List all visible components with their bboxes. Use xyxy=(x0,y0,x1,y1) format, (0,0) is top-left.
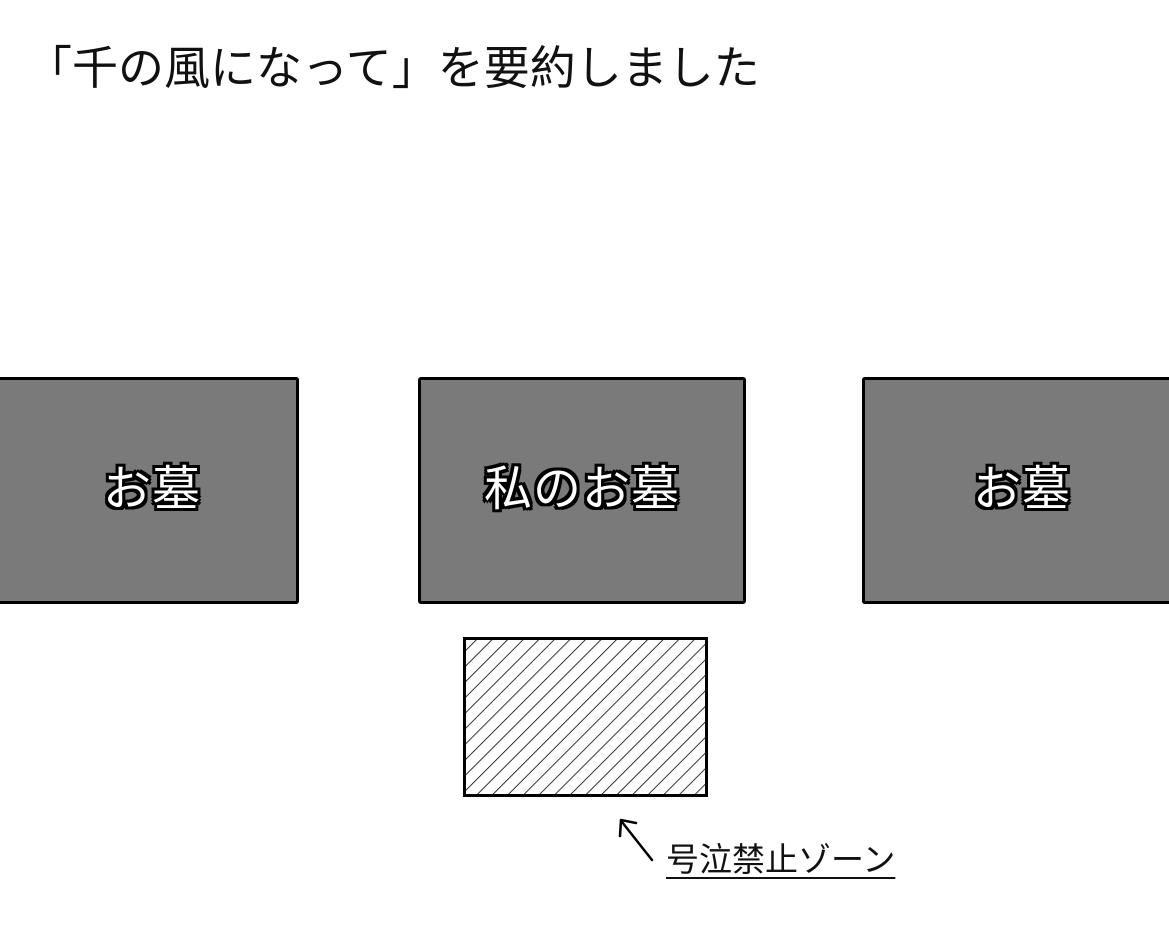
no-crying-zone-caption: 号泣禁止ゾーン xyxy=(666,840,896,879)
grave-center-my-grave: 私のお墓 xyxy=(418,377,746,604)
hatched-zone-shape xyxy=(463,637,708,797)
page-title: 「千の風になって」を要約しました xyxy=(26,41,760,95)
grave-left-label: お墓 xyxy=(102,460,201,517)
grave-right: お墓 xyxy=(862,377,1169,604)
no-crying-zone xyxy=(463,637,708,797)
grave-right-label: お墓 xyxy=(972,460,1071,517)
arrow-up-left-icon xyxy=(612,810,662,865)
grave-left: お墓 xyxy=(0,377,299,604)
grave-center-label: 私のお墓 xyxy=(483,460,680,517)
